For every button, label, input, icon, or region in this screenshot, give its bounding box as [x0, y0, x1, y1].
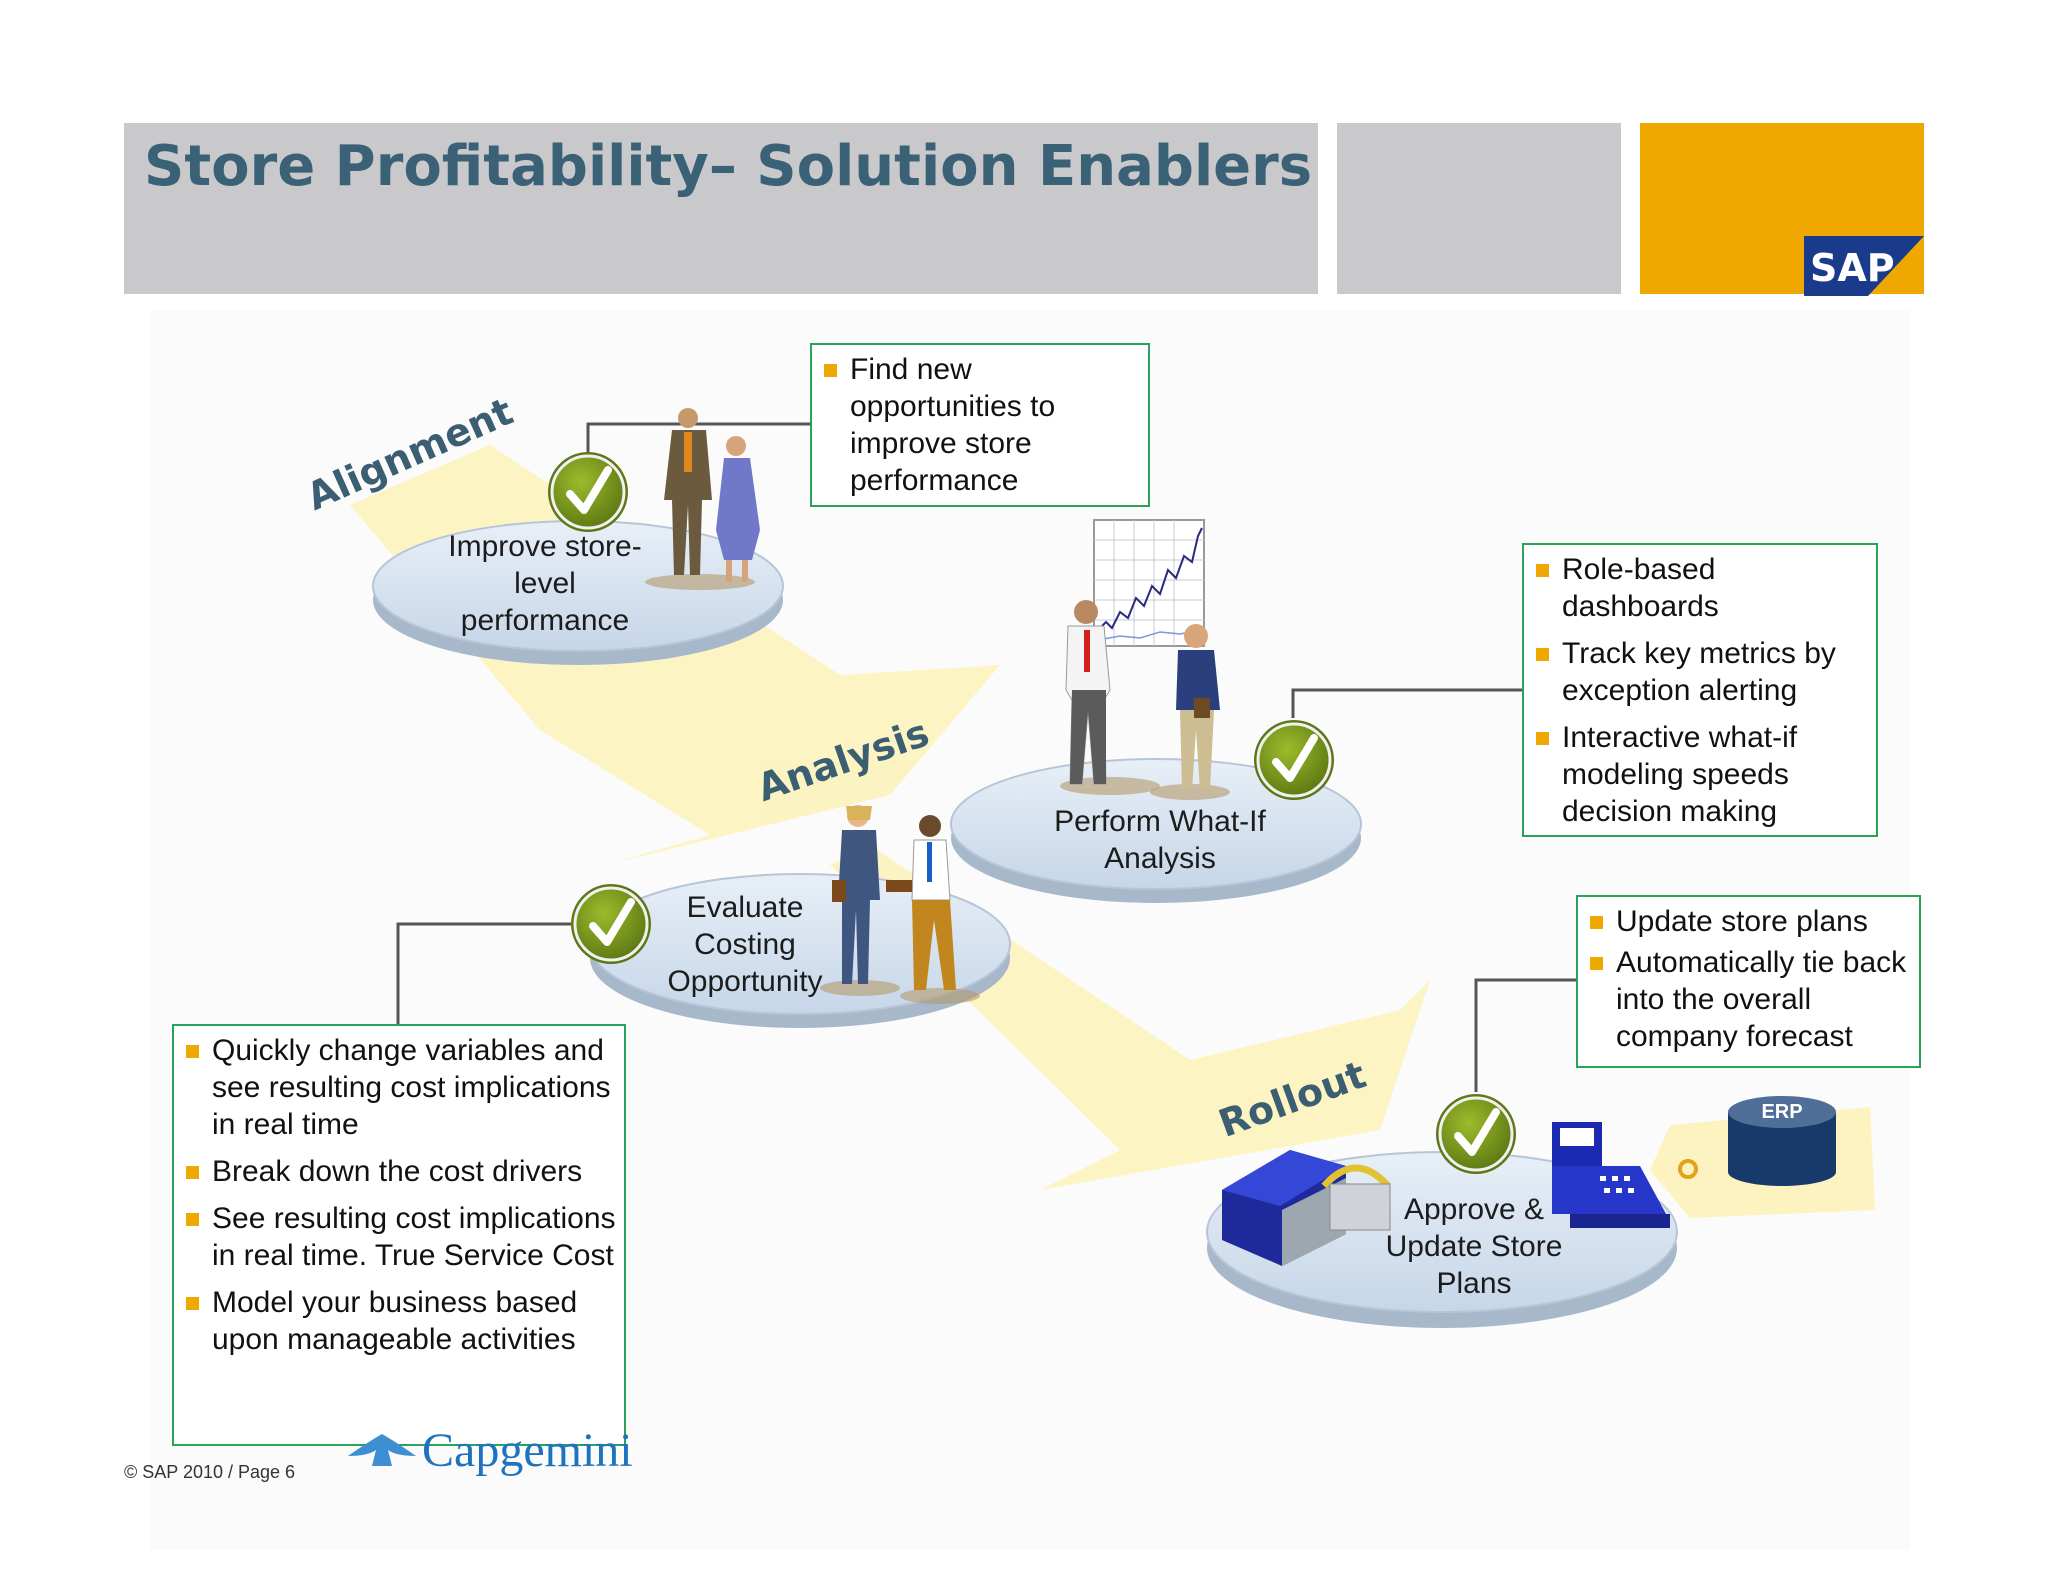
erp-label: ERP [1761, 1101, 1802, 1123]
people-icon-alignment [645, 408, 760, 590]
people-icon-whatif [1060, 600, 1230, 800]
callout-quick-item: Quickly change variables and see resulti… [182, 1032, 616, 1143]
capgemini-logo: Capgemini [348, 1426, 633, 1477]
callout-update-plans: Update store plans Automatically tie bac… [1576, 895, 1921, 1068]
connector-role [1291, 688, 1522, 718]
spade-icon [348, 1434, 416, 1466]
callout-find-item: Find new opportunities to improve store … [820, 351, 1140, 499]
callout-update-item: Automatically tie back into the overall … [1586, 944, 1911, 1055]
page-title: Store Profitability– Solution Enablers [144, 134, 1313, 199]
check-icon-whatif [1254, 720, 1334, 800]
step-approve-text: Approve & Update Store Plans [1385, 1193, 1563, 1300]
callout-quick-item: Break down the cost drivers [182, 1153, 616, 1190]
step-whatif-text: Perform What-If Analysis [1054, 805, 1266, 875]
callout-update-item: Update store plans [1586, 903, 1911, 940]
check-icon-improve [548, 452, 628, 532]
check-icon-evaluate [571, 884, 651, 964]
step-approve-label: Approve & Update Store Plans [1350, 1191, 1598, 1302]
printer-icon [1222, 1150, 1391, 1266]
callout-quick-item: See resulting cost implications in real … [182, 1200, 616, 1274]
connector-lines [396, 422, 1576, 1092]
callout-find-opportunities: Find new opportunities to improve store … [810, 343, 1150, 507]
callout-role-item: Track key metrics by exception alerting [1532, 635, 1868, 709]
callout-dashboards: Role-based dashboards Track key metrics … [1522, 543, 1878, 837]
chart-icon [1093, 519, 1205, 647]
step-evaluate-label: Evaluate Costing Opportunity [650, 889, 840, 1000]
step-improve-text: Improve store- level performance [448, 530, 642, 637]
connector-quick [396, 922, 571, 1024]
connector-find [586, 422, 810, 458]
database-icon: ERP [1728, 1096, 1836, 1186]
step-evaluate-text: Evaluate Costing Opportunity [667, 891, 823, 998]
capgemini-text: Capgemini [422, 1426, 633, 1477]
footer-copyright: © SAP 2010 / Page 6 [124, 1462, 296, 1482]
header-gray-block [1337, 123, 1621, 294]
step-whatif-label: Perform What-If Analysis [1030, 803, 1290, 877]
platter-whatif [950, 758, 1362, 903]
callout-cost-variables: Quickly change variables and see resulti… [172, 1024, 626, 1446]
people-icon-evaluate [820, 805, 980, 1004]
sap-logo-text: SAP [1810, 246, 1895, 290]
title-banner [124, 123, 1318, 294]
callout-quick-item: Model your business based upon manageabl… [182, 1284, 616, 1358]
callout-role-item: Interactive what-if modeling speeds deci… [1532, 719, 1868, 830]
connector-update [1474, 978, 1576, 1092]
step-improve-label: Improve store- level performance [418, 528, 672, 639]
cash-register-icon [1552, 1122, 1698, 1228]
callout-role-item: Role-based dashboards [1532, 551, 1868, 625]
sap-logo: SAP [1804, 236, 1924, 296]
check-icon-approve [1436, 1094, 1516, 1174]
